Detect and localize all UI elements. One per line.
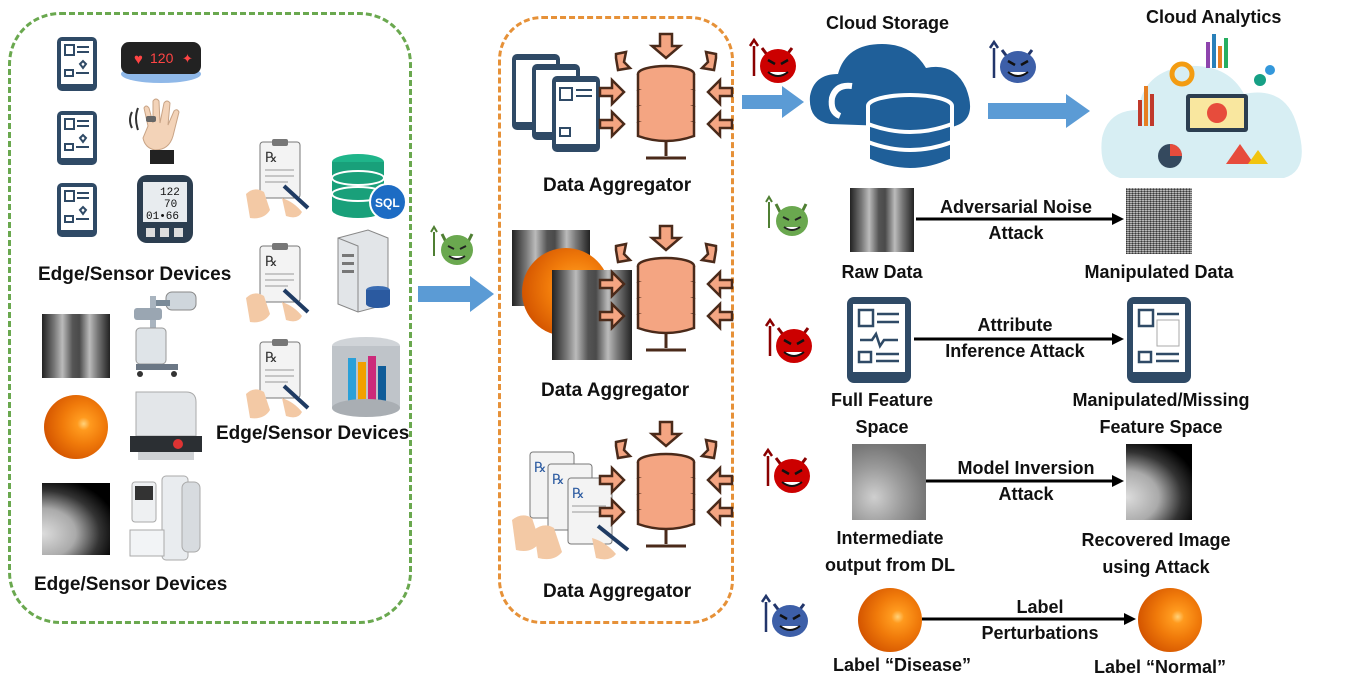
source-label: Intermediate	[836, 528, 944, 548]
manipulated-data-noise-image	[1126, 188, 1192, 254]
mammography-machine-icon	[129, 475, 201, 561]
edge-devices-label-1: Edge/Sensor Devices	[38, 264, 232, 285]
prescription-clipboard-icon: ℞	[246, 339, 310, 419]
tablet-icon	[57, 111, 97, 165]
disease-retina-image	[858, 588, 922, 652]
attack-label-line2: Perturbations	[981, 623, 1099, 643]
svg-text:℞: ℞	[534, 461, 547, 476]
tablet-icon	[57, 37, 97, 91]
result-label-line2: Feature Space	[1099, 417, 1223, 437]
attack-label-line2: Inference Attack	[945, 341, 1085, 361]
svg-text:℞: ℞	[265, 255, 278, 270]
attack-arrow-1	[916, 213, 1124, 225]
source-label: Raw Data	[841, 262, 923, 282]
aggregator-database-icon	[598, 224, 734, 352]
aggregator-to-storage-arrow	[742, 86, 804, 118]
data-aggregator-label-2: Data Aggregator	[541, 380, 690, 401]
aggregator-database-icon	[598, 32, 734, 160]
raw-data-xray-image	[850, 188, 914, 252]
attack-label-line1: Attribute	[977, 315, 1053, 335]
xray-machine-icon	[134, 291, 197, 377]
retina-image	[44, 395, 108, 459]
smart-ring-hand-icon	[129, 98, 180, 164]
storage-to-analytics-arrow	[988, 94, 1090, 128]
edge-devices-label-2: Edge/Sensor Devices	[216, 423, 410, 444]
source-label: Full Feature	[830, 390, 933, 410]
svg-text:01•66: 01•66	[146, 211, 179, 223]
fundus-camera-icon	[130, 391, 202, 460]
aggregator-database-icon	[598, 420, 734, 548]
prescription-clipboard-icon: ℞	[246, 243, 310, 323]
cloud-analytics-label: Cloud Analytics	[1146, 7, 1282, 27]
svg-text:℞: ℞	[265, 351, 278, 366]
aggregator-tablets-icon	[512, 54, 600, 152]
attacker-blue-icon	[760, 593, 808, 637]
blood-pressure-monitor-icon: 122 70 01•66	[137, 175, 193, 243]
prescription-clipboard-icon: ℞	[246, 139, 310, 219]
server-icon	[337, 229, 390, 313]
attack-label-line1: Label	[1016, 597, 1064, 617]
svg-text:120: 120	[150, 50, 174, 66]
cloud-storage-icon	[809, 44, 971, 172]
source-label-line2: output from DL	[825, 555, 955, 575]
attack-arrow-4	[922, 613, 1136, 625]
mammogram-image	[42, 483, 110, 555]
source-label-line2: Space	[855, 417, 909, 437]
attacker-green-icon	[765, 195, 808, 236]
fitness-band-icon: ♥ 120 ✦	[121, 42, 201, 83]
tablet-icon	[57, 183, 97, 237]
database-stack-icon	[332, 337, 400, 417]
attack-label-line1: Adversarial Noise	[939, 197, 1093, 217]
manipulated-feature-tablet-icon	[1127, 297, 1191, 383]
source-label: Label “Disease”	[832, 655, 972, 675]
svg-text:SQL: SQL	[375, 196, 400, 210]
data-aggregator-label-3: Data Aggregator	[543, 581, 692, 602]
svg-text:70: 70	[164, 199, 177, 211]
recovered-image	[1126, 444, 1192, 520]
data-aggregator-label-1: Data Aggregator	[543, 175, 692, 196]
attacker-red-icon	[748, 37, 796, 83]
edge-devices-label-3: Edge/Sensor Devices	[34, 574, 228, 595]
attacker-blue-icon	[988, 39, 1036, 83]
result-label: Label “Normal”	[1093, 657, 1227, 677]
svg-text:♥: ♥	[134, 51, 143, 68]
svg-text:℞: ℞	[572, 487, 585, 502]
sql-database-icon: SQL	[331, 154, 407, 221]
edge-devices-group	[8, 12, 412, 624]
result-label: Manipulated Data	[1084, 262, 1234, 282]
svg-text:✦: ✦	[182, 52, 193, 67]
attack-label-line2: Attack	[988, 223, 1044, 243]
cloud-storage-label: Cloud Storage	[826, 13, 950, 33]
cloud-analytics-icon	[1101, 34, 1302, 178]
svg-text:℞: ℞	[265, 151, 278, 166]
result-label: Recovered Image	[1081, 530, 1231, 550]
edge-to-aggregator-arrow	[418, 276, 494, 312]
attacker-red-icon	[764, 317, 812, 363]
normal-retina-image	[1138, 588, 1202, 652]
attack-arrow-2	[914, 333, 1124, 345]
chest-xray-image	[42, 314, 110, 378]
attack-label-line2: Attack	[998, 484, 1054, 504]
attacker-green-icon	[430, 225, 474, 265]
full-feature-tablet-icon	[847, 297, 911, 383]
intermediate-output-image	[852, 444, 926, 520]
aggregator-prescriptions-icon: ℞ ℞ ℞	[512, 451, 630, 560]
attacker-red-icon	[762, 447, 810, 493]
svg-text:℞: ℞	[552, 473, 565, 488]
svg-text:122: 122	[160, 187, 180, 199]
attack-label-line1: Model Inversion	[957, 458, 1095, 478]
result-label-line2: using Attack	[1102, 557, 1210, 577]
attack-arrow-3	[926, 475, 1124, 487]
result-label: Manipulated/Missing	[1072, 390, 1250, 410]
